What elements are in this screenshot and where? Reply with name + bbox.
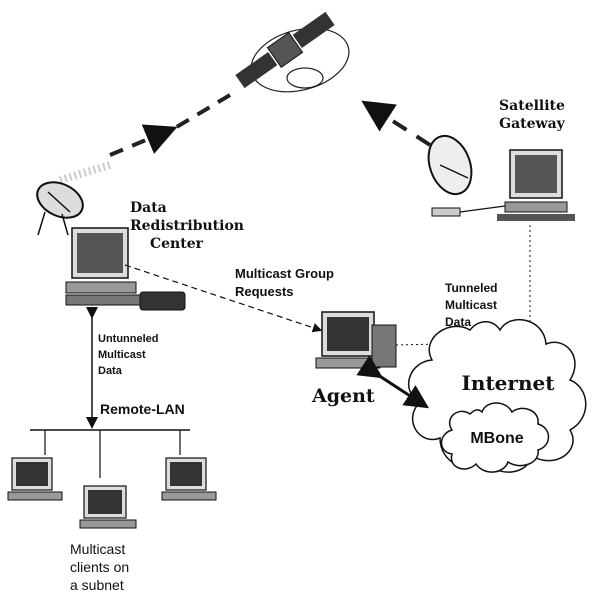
multicast-clients-label-line2: clients on	[70, 559, 129, 575]
downlink-arrow	[58, 93, 232, 184]
mbone-label: MBone	[470, 430, 523, 447]
untunneled-label-line3: Data	[98, 365, 123, 377]
multicast-clients-label-line1: Multicast	[70, 541, 125, 557]
gateway-satellite-dish-icon	[427, 134, 473, 217]
multicast-clients-label-line3: a subnet	[70, 577, 124, 593]
tunneled-label-line3: Data	[445, 315, 471, 329]
client-computer-icon	[79, 485, 137, 529]
untunneled-label-line1: Untunneled	[98, 333, 159, 345]
remote-lan-label: Remote-LAN	[100, 401, 185, 417]
redistribution-satellite-dish-icon	[36, 181, 84, 236]
agent-label: Agent	[311, 385, 375, 407]
mbone-cloud-icon	[440, 402, 550, 473]
multicast-group-requests-label-line1: Multicast Group	[235, 266, 334, 281]
redistribution-computer-icon	[65, 227, 186, 311]
multicast-group-requests-label-line2: Requests	[235, 284, 294, 299]
multicast-group-requests-line	[124, 264, 323, 333]
internet-label: Internet	[462, 371, 556, 395]
client-computer-icon	[161, 457, 217, 501]
satellite-gateway-label-line2: Gateway	[499, 116, 566, 132]
satellite-gateway-label-line1: Satellite	[499, 98, 565, 114]
redistribution-label-line2: Redistribution	[130, 218, 244, 234]
client-computer-icon	[7, 457, 63, 501]
satellite-icon	[235, 11, 350, 93]
redistribution-label-line1: Data	[130, 200, 167, 216]
untunneled-label-line2: Multicast	[98, 349, 146, 361]
tunneled-label-line1: Tunneled	[445, 281, 497, 295]
agent-computer-icon	[315, 311, 397, 369]
tunneled-label-line2: Multicast	[445, 298, 497, 312]
agent-internet-arrow	[356, 355, 430, 409]
gateway-computer-icon	[459, 149, 575, 221]
redistribution-label-line3: Center	[150, 236, 204, 252]
uplink-arrow	[361, 100, 432, 147]
